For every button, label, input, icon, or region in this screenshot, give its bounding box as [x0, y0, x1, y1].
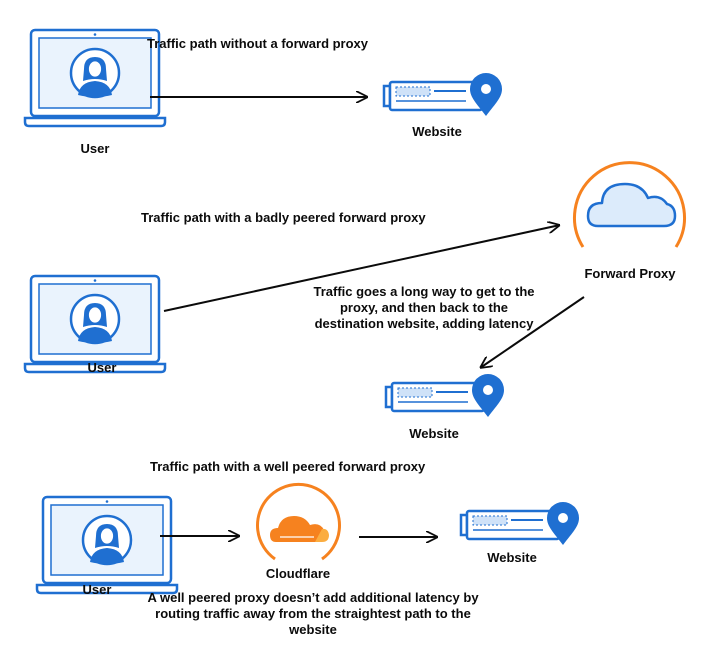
s2-arrow-to-proxy — [163, 225, 560, 312]
section3-title: Traffic path with a well peered forward … — [150, 459, 426, 474]
section3-user-label: User — [82, 582, 112, 597]
s2-arrow-to-website — [480, 296, 585, 368]
s1-server-location-icon — [382, 71, 504, 118]
forward-proxy-cloud-icon — [573, 161, 686, 248]
section2-user-label: User — [87, 360, 117, 375]
section3-note: A well peered proxy doesn’t add addition… — [147, 590, 479, 637]
s3-server-location-icon — [459, 500, 581, 547]
section2-note: Traffic goes a long way to get to the pr… — [313, 284, 535, 331]
s2-server-location-icon — [384, 372, 506, 419]
section2-title: Traffic path with a badly peered forward… — [141, 210, 426, 225]
cloudflare-logo-icon — [256, 482, 341, 561]
section1-website-label: Website — [412, 124, 462, 139]
section2-website-label: Website — [409, 426, 459, 441]
section2-proxy-label: Forward Proxy — [584, 266, 676, 281]
section3-website-label: Website — [487, 550, 537, 565]
section3-proxy-label: Cloudflare — [265, 566, 331, 581]
section1-user-label: User — [80, 141, 110, 156]
s3-laptop-user-icon — [35, 495, 179, 595]
s1-laptop-user-icon — [23, 28, 167, 128]
s2-laptop-user-icon — [23, 274, 167, 374]
section1-title: Traffic path without a forward proxy — [147, 36, 369, 51]
